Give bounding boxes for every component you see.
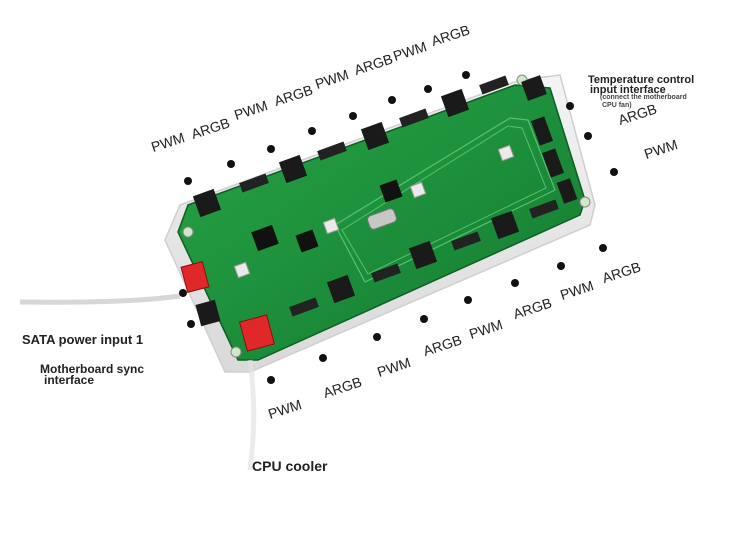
bottom-headers bbox=[289, 199, 559, 317]
sync-connector bbox=[195, 299, 221, 327]
sata-connector bbox=[180, 260, 210, 294]
ic-chip bbox=[251, 224, 279, 252]
mb-sync-label-1: Motherboard sync bbox=[40, 362, 145, 376]
temp-control-sub: input interface bbox=[590, 84, 666, 96]
mount-hole bbox=[230, 346, 242, 358]
ic-chip bbox=[295, 229, 319, 253]
cable bbox=[19, 293, 181, 305]
ic-chip bbox=[379, 179, 403, 203]
temp-control-title: Temperature control bbox=[588, 74, 695, 86]
cpu-cooler-label: CPU cooler bbox=[252, 458, 328, 474]
mb-sync-label-2: interface bbox=[44, 373, 95, 387]
pcb-trace bbox=[334, 117, 556, 283]
right-headers bbox=[530, 116, 578, 204]
cpu-cooler-connector bbox=[238, 314, 276, 352]
led bbox=[497, 144, 515, 162]
crystal bbox=[367, 208, 397, 230]
led bbox=[233, 261, 251, 279]
temp-control-note-1: (connect the motherboard bbox=[600, 94, 687, 101]
pointer-dots bbox=[179, 71, 618, 384]
top-headers bbox=[192, 75, 547, 218]
led bbox=[322, 217, 340, 235]
cable bbox=[247, 359, 257, 471]
mount-hole bbox=[182, 226, 194, 238]
led bbox=[409, 181, 427, 199]
sata-label: SATA power input 1 bbox=[22, 332, 144, 347]
mount-hole bbox=[579, 196, 591, 208]
pcb-trace bbox=[341, 125, 547, 275]
temp-control-note-2: CPU fan) bbox=[602, 102, 632, 109]
